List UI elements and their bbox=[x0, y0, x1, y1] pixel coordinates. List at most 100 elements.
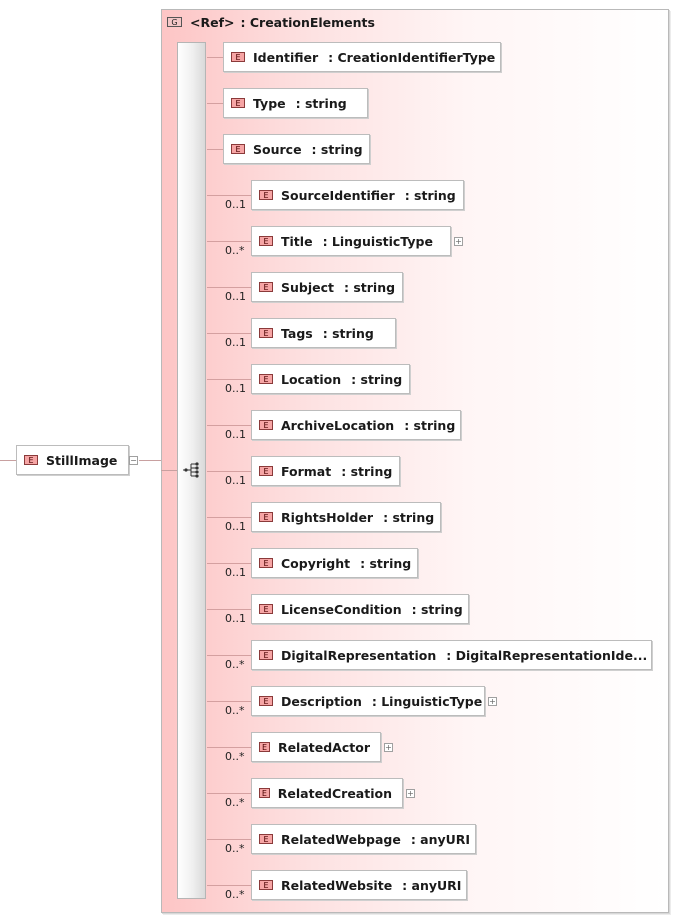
cardinality-label: 0..* bbox=[225, 704, 245, 717]
connector-line bbox=[207, 517, 251, 518]
element-badge: E bbox=[259, 742, 270, 752]
element-type: : string bbox=[341, 463, 393, 479]
cardinality-label: 0..* bbox=[225, 658, 245, 671]
cardinality-label: 0..1 bbox=[225, 474, 246, 487]
connector-line bbox=[207, 425, 251, 426]
connector-line bbox=[207, 563, 251, 564]
element-type: : LinguisticType bbox=[322, 233, 433, 249]
connector-line bbox=[207, 195, 251, 196]
element-sourceidentifier[interactable]: E SourceIdentifier : string bbox=[251, 180, 464, 210]
element-subject[interactable]: E Subject : string bbox=[251, 272, 403, 302]
element-type: : DigitalRepresentationIde... bbox=[446, 647, 648, 663]
connector-line bbox=[207, 333, 251, 334]
element-tags[interactable]: E Tags : string bbox=[251, 318, 396, 348]
connector-line bbox=[207, 609, 251, 610]
element-type: : CreationIdentifierType bbox=[328, 49, 496, 65]
cardinality-label: 0..* bbox=[225, 796, 245, 809]
element-name: Tags bbox=[281, 325, 313, 341]
element-type: : anyURI bbox=[410, 831, 471, 847]
element-badge: E bbox=[259, 604, 273, 614]
element-name: SourceIdentifier bbox=[281, 187, 395, 203]
element-badge: E bbox=[259, 788, 270, 798]
element-relatedactor[interactable]: E RelatedActor bbox=[251, 732, 381, 762]
expand-icon[interactable]: + bbox=[384, 743, 393, 752]
connector-line bbox=[207, 57, 223, 58]
cardinality-label: 0..1 bbox=[225, 520, 246, 533]
cardinality-label: 0..1 bbox=[225, 336, 246, 349]
element-type: : anyURI bbox=[402, 877, 462, 893]
element-relatedcreation[interactable]: E RelatedCreation bbox=[251, 778, 403, 808]
group-ref-label: <Ref> bbox=[190, 14, 235, 30]
element-badge: E bbox=[259, 696, 273, 706]
element-type: : string bbox=[311, 141, 363, 157]
cardinality-label: 0..* bbox=[225, 888, 245, 901]
element-name: LicenseCondition bbox=[281, 601, 402, 617]
element-badge: E bbox=[259, 420, 273, 430]
element-type: : string bbox=[322, 325, 374, 341]
element-name: Title bbox=[281, 233, 313, 249]
expand-icon[interactable]: + bbox=[454, 237, 463, 246]
element-name: Identifier bbox=[253, 49, 319, 65]
cardinality-label: 0..* bbox=[225, 750, 245, 763]
group-header[interactable]: G <Ref> : CreationElements bbox=[167, 13, 375, 31]
element-badge: E bbox=[259, 190, 273, 200]
element-badge: E bbox=[259, 834, 273, 844]
element-type: : string bbox=[360, 555, 412, 571]
element-type: : string bbox=[411, 601, 463, 617]
element-type: : string bbox=[295, 95, 347, 111]
element-type: : string bbox=[404, 417, 456, 433]
element-type: : LinguisticType bbox=[371, 693, 483, 709]
element-type: : string bbox=[404, 187, 456, 203]
element-badge: E bbox=[259, 650, 273, 660]
cardinality-label: 0..* bbox=[225, 244, 245, 257]
connector-line bbox=[207, 701, 251, 702]
cardinality-label: 0..1 bbox=[225, 566, 246, 579]
element-archivelocation[interactable]: E ArchiveLocation : string bbox=[251, 410, 461, 440]
element-badge: E bbox=[259, 512, 273, 522]
connector-line bbox=[207, 471, 251, 472]
connector-line bbox=[207, 747, 251, 748]
element-name: Subject bbox=[281, 279, 334, 295]
element-name: RelatedCreation bbox=[277, 785, 392, 801]
element-identifier[interactable]: E Identifier : CreationIdentifierType bbox=[223, 42, 501, 72]
expand-icon[interactable]: + bbox=[488, 697, 497, 706]
element-name: RelatedActor bbox=[277, 739, 370, 755]
element-badge: E bbox=[231, 52, 245, 62]
element-name: Source bbox=[253, 141, 302, 157]
cardinality-label: 0..1 bbox=[225, 382, 246, 395]
expand-icon[interactable]: + bbox=[406, 789, 415, 798]
element-badge: E bbox=[259, 880, 273, 890]
connector-line bbox=[207, 241, 251, 242]
element-badge: E bbox=[231, 98, 245, 108]
element-type: : string bbox=[344, 279, 396, 295]
element-type: : string bbox=[351, 371, 403, 387]
connector-line bbox=[207, 655, 251, 656]
connector-line bbox=[207, 885, 251, 886]
element-badge: E bbox=[259, 282, 273, 292]
element-stillimage[interactable]: E StillImage bbox=[16, 445, 129, 475]
root-to-group-line bbox=[139, 460, 161, 461]
element-licensecondition[interactable]: E LicenseCondition : string bbox=[251, 594, 469, 624]
element-name: Copyright bbox=[281, 555, 351, 571]
element-name: RightsHolder bbox=[281, 509, 374, 525]
cardinality-label: 0..1 bbox=[225, 198, 246, 211]
cardinality-label: 0..1 bbox=[225, 428, 246, 441]
element-badge: E bbox=[24, 455, 38, 465]
element-digitalrepresentation[interactable]: E DigitalRepresentation : DigitalRepresent… bbox=[251, 640, 652, 670]
collapse-icon[interactable]: − bbox=[129, 456, 138, 465]
element-badge: E bbox=[259, 328, 273, 338]
element-badge: E bbox=[259, 374, 273, 384]
element-name: ArchiveLocation bbox=[281, 417, 395, 433]
cardinality-label: 0..1 bbox=[225, 290, 246, 303]
element-name: DigitalRepresentation bbox=[281, 647, 437, 663]
